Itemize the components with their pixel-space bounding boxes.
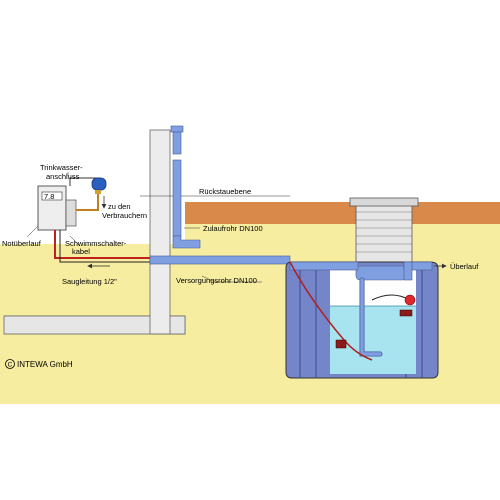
copyright-symbol [5, 359, 15, 369]
pump-body [91, 177, 107, 191]
tank-shaft [355, 203, 413, 267]
shaft-ribs [356, 211, 412, 253]
label-schwimmschalter: Schwimmschalter- [65, 239, 127, 248]
supply-pipe [149, 255, 291, 265]
floor-slab [3, 315, 186, 335]
downpipe-cap [170, 125, 184, 133]
building-wall [149, 129, 171, 335]
downpipe-lower [172, 159, 182, 237]
label-anschluss: anschluss [46, 172, 80, 181]
control-unit-side [65, 199, 77, 227]
label-rueckstauebene: Rückstauebene [199, 187, 251, 196]
label-zulaufrohr: Zulaufrohr DN100 [203, 224, 263, 233]
label-ueberlauf: Überlauf [450, 262, 479, 271]
float-switch [399, 309, 413, 317]
pump-outlet [95, 190, 101, 194]
control-unit-display [41, 191, 63, 201]
label-kabel: kabel [72, 247, 90, 256]
copyright-text: INTEWA GmbH [17, 360, 73, 369]
label-zu-den: zu den [108, 202, 131, 211]
suction-filter [335, 339, 347, 349]
tank-water [330, 306, 416, 374]
filter-housing [355, 265, 407, 281]
float-ball [404, 294, 416, 306]
label-verbrauchern: Verbrauchern [102, 211, 147, 220]
overflow-bend [403, 261, 413, 281]
label-trinkwasser: Trinkwasser- [40, 163, 83, 172]
label-notueberlauf: Notüberlauf [2, 239, 42, 248]
topsoil-layer [185, 202, 500, 224]
downpipe-upper [172, 131, 182, 155]
calm-inlet-fill [360, 278, 382, 356]
display-digits: 7.8 [44, 192, 54, 201]
float-cable [59, 230, 175, 263]
suction-line [54, 230, 175, 259]
shaft-lid [349, 197, 419, 207]
pump-pipe [76, 194, 99, 211]
inflow-pipe [172, 235, 201, 249]
copyright-c: C [8, 362, 13, 369]
label-saugleitung: Saugleitung 1/2" [62, 277, 117, 286]
inlet-pipe-tank [289, 261, 359, 271]
label-versorgungsrohr: Versorgungsrohr DN100 [176, 276, 257, 285]
ground-upper [185, 224, 500, 244]
leader-lines [26, 172, 262, 283]
